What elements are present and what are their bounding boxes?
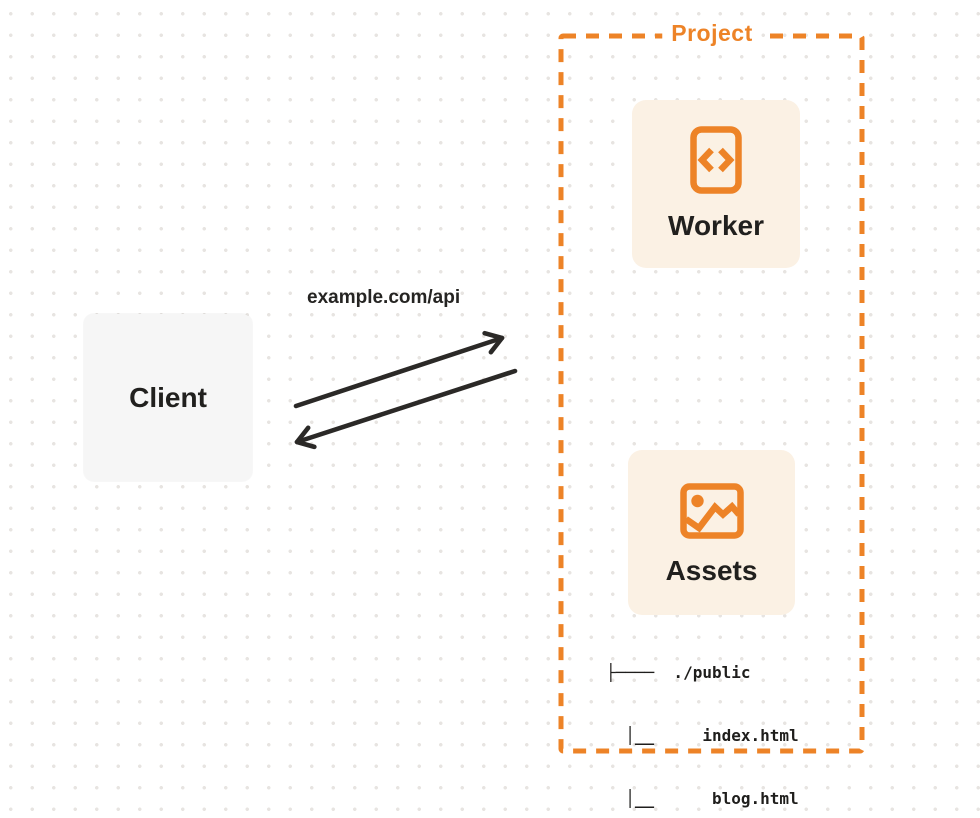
request-arrow	[293, 330, 505, 409]
client-label: Client	[129, 381, 207, 413]
client-node: Client	[84, 314, 252, 481]
route-label: example.com/api	[307, 287, 461, 308]
assets-label: Assets	[665, 555, 758, 586]
response-arrow	[294, 368, 518, 450]
worker-label: Worker	[668, 210, 764, 241]
tree-line-public: ├──── ./public	[606, 663, 751, 682]
code-file-icon	[690, 126, 742, 194]
tree-line-index-html: │__ index.html	[606, 726, 799, 745]
worker-node: Worker	[632, 100, 800, 268]
tree-line-blog-html: │__ blog.html	[606, 789, 799, 808]
project-label: Project	[662, 20, 762, 47]
assets-file-tree: ├──── ./public │__ index.html │__ blog.h…	[606, 620, 799, 818]
assets-node: Assets	[628, 450, 795, 615]
image-icon	[679, 483, 744, 539]
